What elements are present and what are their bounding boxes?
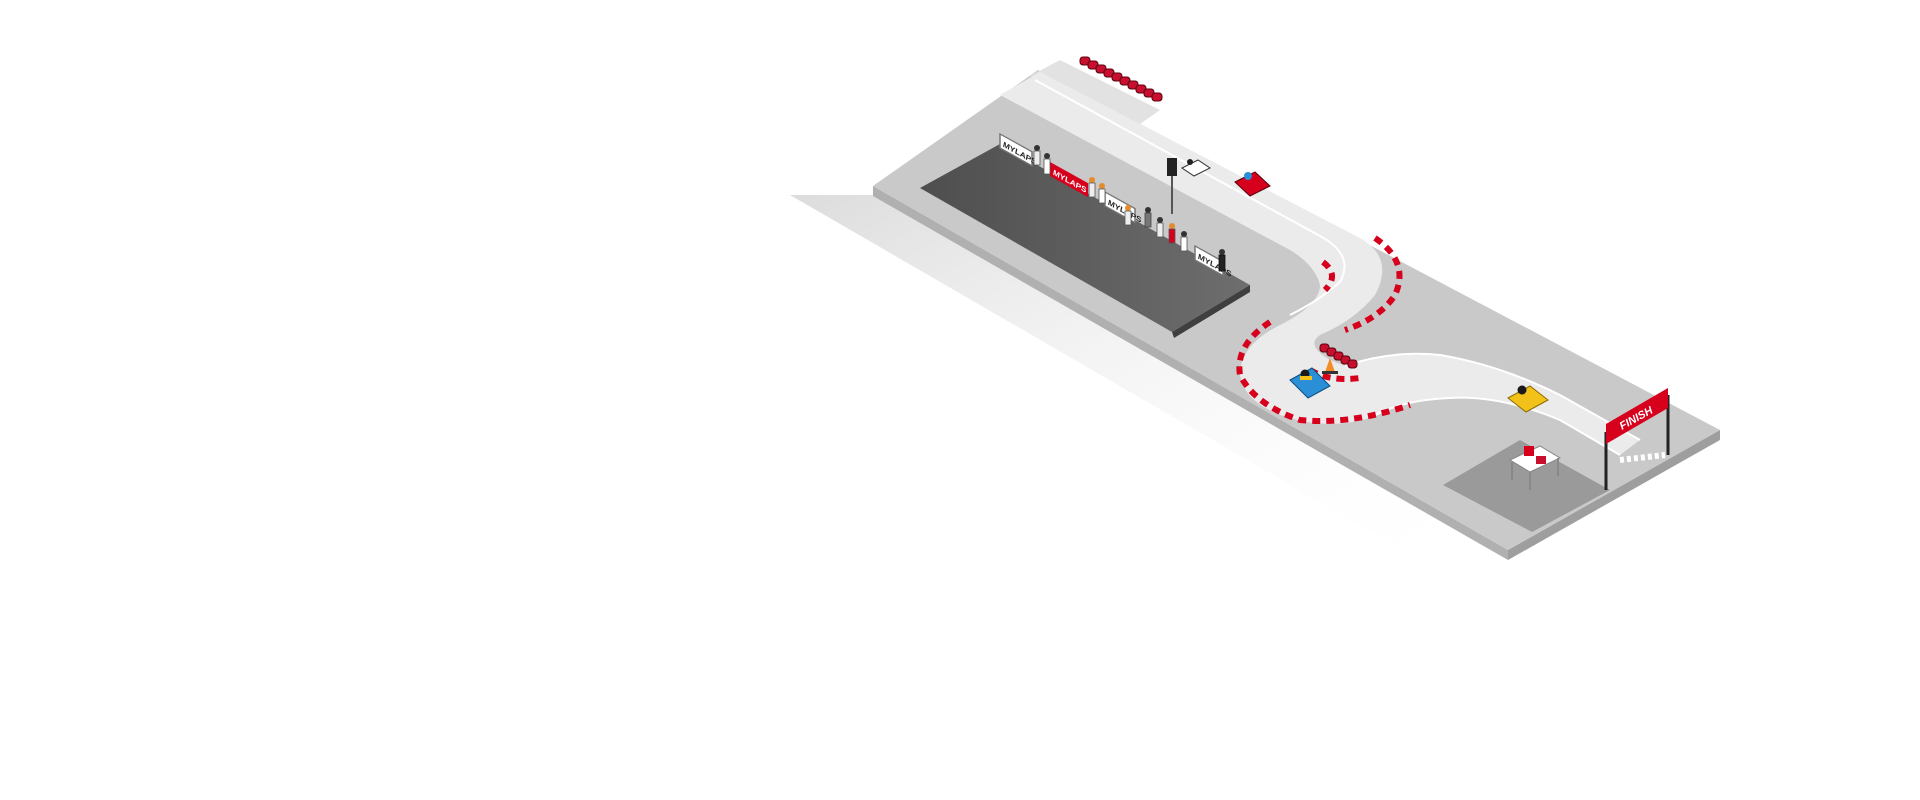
pit-area-edge bbox=[1172, 285, 1250, 338]
spectator-icon bbox=[1033, 145, 1041, 166]
finish-banner bbox=[1606, 388, 1668, 444]
spectator-icon bbox=[1168, 223, 1176, 244]
go-kart-icon bbox=[1289, 367, 1331, 399]
timing-area bbox=[1443, 440, 1610, 532]
spectator-icon bbox=[1124, 205, 1132, 226]
tire-stack-icon bbox=[1079, 56, 1163, 102]
platform-back-strip bbox=[1030, 60, 1160, 124]
track-surface bbox=[1000, 72, 1640, 455]
spectator-icon bbox=[1088, 177, 1096, 198]
kerb-upper-right bbox=[1344, 235, 1403, 333]
track-edge-line bbox=[1344, 352, 1641, 441]
go-kart-icon bbox=[1507, 385, 1549, 413]
race-track bbox=[1000, 72, 1641, 456]
go-kart-icon bbox=[1234, 171, 1271, 197]
spectators bbox=[1033, 145, 1226, 272]
tire-stack-icon bbox=[1319, 343, 1358, 369]
platform-right-side bbox=[1508, 430, 1720, 560]
kerb-lower-left bbox=[1236, 319, 1411, 424]
spectator-icon bbox=[1156, 217, 1164, 238]
spectator-icon bbox=[1144, 207, 1152, 228]
spectator-icon bbox=[1043, 153, 1051, 175]
spectator-icon bbox=[1098, 183, 1106, 204]
platform-left-side bbox=[873, 186, 1508, 560]
track-edge-line bbox=[1369, 396, 1621, 456]
finish-line bbox=[1619, 452, 1666, 463]
go-kart-icon bbox=[1181, 159, 1211, 177]
ground-shadow bbox=[790, 195, 1510, 560]
traffic-cone-icon bbox=[1322, 358, 1338, 374]
spectator-icon bbox=[1218, 249, 1226, 272]
spectator-icon bbox=[1180, 231, 1188, 252]
pit-area bbox=[920, 144, 1250, 332]
track-edge-line bbox=[1034, 79, 1346, 316]
flag-post-icon bbox=[1167, 158, 1177, 214]
timing-table-icon bbox=[1508, 445, 1562, 490]
kerb-upper-left bbox=[1321, 259, 1335, 293]
